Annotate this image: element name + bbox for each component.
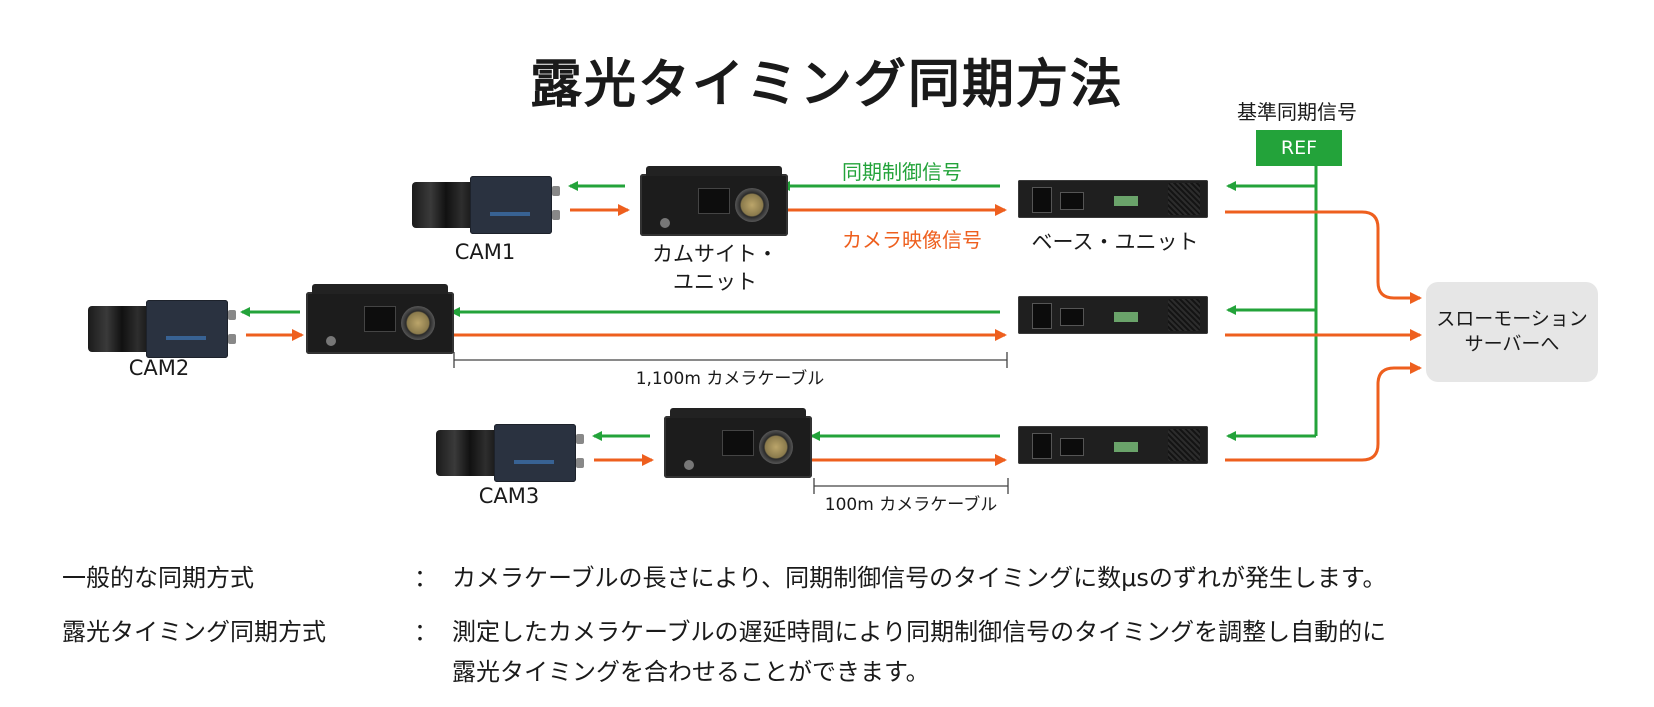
slow-motion-server: スローモーション サーバーへ xyxy=(1426,282,1598,382)
base-unit-label: ベース・ユニット xyxy=(1031,230,1199,254)
cable-long-label: 1,100m カメラケーブル xyxy=(635,369,825,389)
legend-colon: ： xyxy=(414,618,438,646)
camsite-unit-label-line2: ユニット xyxy=(673,270,757,294)
legend-row-general: 一般的な同期方式 ： カメラケーブルの長さにより、同期制御信号のタイミングに数μsの… xyxy=(62,558,1387,593)
camsite-unit-label-line1: カムサイト・ xyxy=(652,242,778,266)
base-unit-1 xyxy=(1018,180,1208,218)
xlr-connector-icon xyxy=(759,430,793,464)
camera-2 xyxy=(88,300,238,358)
cable-long-dimension xyxy=(453,352,1008,368)
camsite-unit-label: カムサイト・ ユニット xyxy=(630,240,800,296)
camera-1 xyxy=(412,176,562,234)
cable-short-label: 100m カメラケーブル xyxy=(824,495,998,515)
cable-short-dimension xyxy=(813,478,1009,494)
legend-key: 露光タイミング同期方式 xyxy=(62,618,326,646)
xlr-connector-icon xyxy=(735,188,769,222)
camera-1-label: CAM1 xyxy=(454,240,516,264)
fan-icon xyxy=(1168,429,1200,461)
xlr-connector-icon xyxy=(401,306,435,340)
legend-desc: カメラケーブルの長さにより、同期制御信号のタイミングに数μsのずれが発生します。 xyxy=(452,564,1387,592)
legend-colon: ： xyxy=(414,564,438,592)
camsite-unit-2 xyxy=(306,284,454,354)
camera-3 xyxy=(436,424,586,482)
base1-to-server xyxy=(1225,210,1422,304)
fan-icon xyxy=(1168,299,1200,331)
server-label-line1: スローモーション xyxy=(1436,308,1588,330)
sync-signal-label: 同期制御信号 xyxy=(842,160,962,184)
lens-icon xyxy=(88,306,150,352)
video-signal-label: カメラ映像信号 xyxy=(842,228,982,252)
camera-2-label: CAM2 xyxy=(128,356,190,380)
legend-row-exposure: 露光タイミング同期方式 ： 測定したカメラケーブルの遅延時間により同期制御信号のタイ… xyxy=(62,612,1386,647)
fan-icon xyxy=(1168,183,1200,215)
legend-desc-continued: 露光タイミングを合わせることができます。 xyxy=(452,658,930,686)
camsite-unit-1 xyxy=(640,166,788,236)
base-unit-2 xyxy=(1018,296,1208,334)
base-unit-3 xyxy=(1018,426,1208,464)
legend-desc: 測定したカメラケーブルの遅延時間により同期制御信号のタイミングを調整し自動的に xyxy=(452,618,1387,646)
camera-3-label: CAM3 xyxy=(478,484,540,508)
legend-key: 一般的な同期方式 xyxy=(62,564,254,592)
server-label-line2: サーバーへ xyxy=(1464,333,1560,355)
ref-badge: REF xyxy=(1256,130,1342,166)
lens-icon xyxy=(412,182,474,228)
base3-to-server xyxy=(1225,362,1422,462)
page-title: 露光タイミング同期方法 xyxy=(529,55,1124,115)
ref-caption: 基準同期信号 xyxy=(1237,100,1357,124)
camsite-unit-3 xyxy=(664,408,812,478)
lens-icon xyxy=(436,430,498,476)
